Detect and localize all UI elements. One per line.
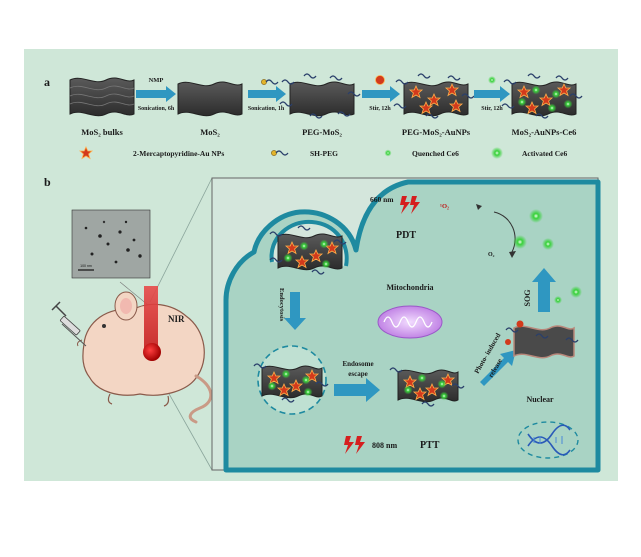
au-np-reagent-icon [375,75,385,85]
tem-scale-bar-label: 100 nm [80,264,92,268]
step-2-bottom-label: Sonication, 1h [248,106,285,112]
stage-mos2-bulks-illustration [69,77,135,117]
oxygen-label: O₂ [488,252,495,258]
step-arrow-1 [136,86,176,102]
step-arrow-3 [362,86,400,102]
zoom-line-top [149,177,213,303]
legend-activated-ce6-label: Activated Ce6 [522,149,567,158]
nanosheet-in-cytoplasm [389,367,465,407]
sog-label: SOG [523,290,532,307]
step-arrow-2 [248,86,286,102]
nir-laser-beam [144,286,158,348]
stage-mos2-illustration [177,81,243,117]
legend-sh-peg-label: SH-PEG [310,149,338,158]
nanosheet-entering-cell [269,225,347,275]
endosome-escape-label-line2: escape [348,370,367,378]
endocytosis-label: Endocytosis [278,288,285,322]
tem-pointer-line [119,281,149,306]
released-ce6-glow-group [513,209,582,304]
step-arrow-4 [474,86,510,102]
step-1-bottom-label: Sonication, 6h [138,106,175,112]
step-4-bottom-label: Stir, 12h [481,106,503,112]
legend-au-nps-label: 2-Mercaptopyridine-Au NPs [133,149,224,158]
stage-label-peg-mos2-aunps: PEG-MoS₂-AuNPs [402,127,471,137]
ce6-reagent-icon [488,76,496,84]
panel-a-letter: a [44,75,50,89]
mitochondria-icon [377,305,443,339]
endocytosis-arrow [284,292,306,330]
stage-peg-mos2-illustration [279,73,361,119]
stage-peg-mos2-aunps-illustration [393,73,475,119]
endosome-escape-arrow [334,378,380,402]
step-1-top-label: NMP [149,77,164,84]
step-3-bottom-label: Stir, 12h [369,106,391,112]
laser-660-label: 660 nm [370,195,394,204]
sh-peg-reagent-icon [261,79,279,85]
legend-quenched-ce6-label: Quenched Ce6 [412,149,459,158]
ptt-label: PTT [420,440,440,451]
sog-arrow [532,268,556,312]
pdt-label: PDT [396,230,416,241]
nir-label: NIR [168,314,185,324]
nucleus-dna-icon [517,421,579,459]
nanosheet-ce6-released [505,320,579,359]
nanosheet-in-endosome [253,363,329,403]
stage-label-mos2-aunps-ce6: MoS₂-AuNPs-Ce6 [512,127,577,137]
stage-label-mos2: MoS₂ [200,127,220,137]
nuclear-label: Nuclear [526,395,554,404]
stage-label-mos2-bulks: MoS₂ bulks [81,127,123,137]
tumor-icon [143,343,161,361]
stage-mos2-aunps-ce6-illustration [501,73,583,119]
panel-b-letter: b [44,175,51,189]
sh-peg-icon [271,150,289,156]
photo-release-arrow [480,350,516,386]
mitochondria-label: Mitochondria [386,283,433,292]
laser-808-label: 808 nm [372,441,397,450]
oxygen-cycle-arrow [476,204,516,258]
singlet-oxygen-label: ¹O₂ [440,203,449,210]
syringe-icon [51,301,87,347]
activated-ce6-icon [491,147,503,159]
tem-image [71,209,151,279]
quenched-ce6-icon [384,149,392,157]
endosome-escape-label-line1: Endosome [342,360,373,368]
stage-label-peg-mos2: PEG-MoS₂ [302,127,342,137]
